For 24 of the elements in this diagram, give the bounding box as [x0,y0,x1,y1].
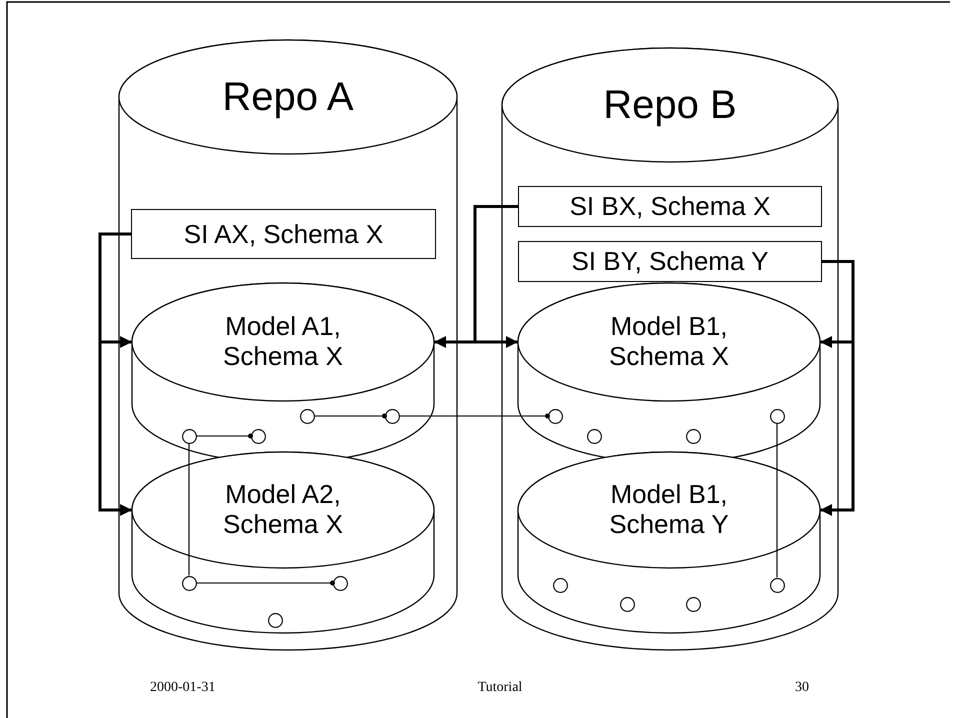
repository-name: Repo A [222,74,354,120]
schema-instance-label: SI AX, Schema X [184,218,384,250]
page-number: 30 [795,680,809,696]
schema-instance-box [518,241,822,282]
dot-connector [196,434,253,438]
dot-connector [196,580,335,586]
dot-connector [400,414,550,418]
schema-instance-label: SI BX, Schema X [570,191,770,222]
model-name: Model B1, Schema Y [608,480,730,540]
connector-line [776,424,778,578]
footer-date: 2000-01-31 [150,680,216,696]
arrow [820,260,854,516]
footer-text: Tutorial [478,680,522,696]
connector-line [188,444,190,576]
repository-name: Repo B [603,82,737,128]
arrow [98,232,132,516]
model-name: Model A1, Schema X [222,312,344,372]
model-name: Model A2, Schema X [222,480,344,540]
schema-instance-box [131,209,436,259]
dot-connector [314,414,387,418]
schema-instance-box [518,186,822,227]
schema-instance-label: SI BY, Schema Y [571,246,769,277]
model-name: Model B1, Schema X [608,312,730,372]
arrow [474,205,518,348]
